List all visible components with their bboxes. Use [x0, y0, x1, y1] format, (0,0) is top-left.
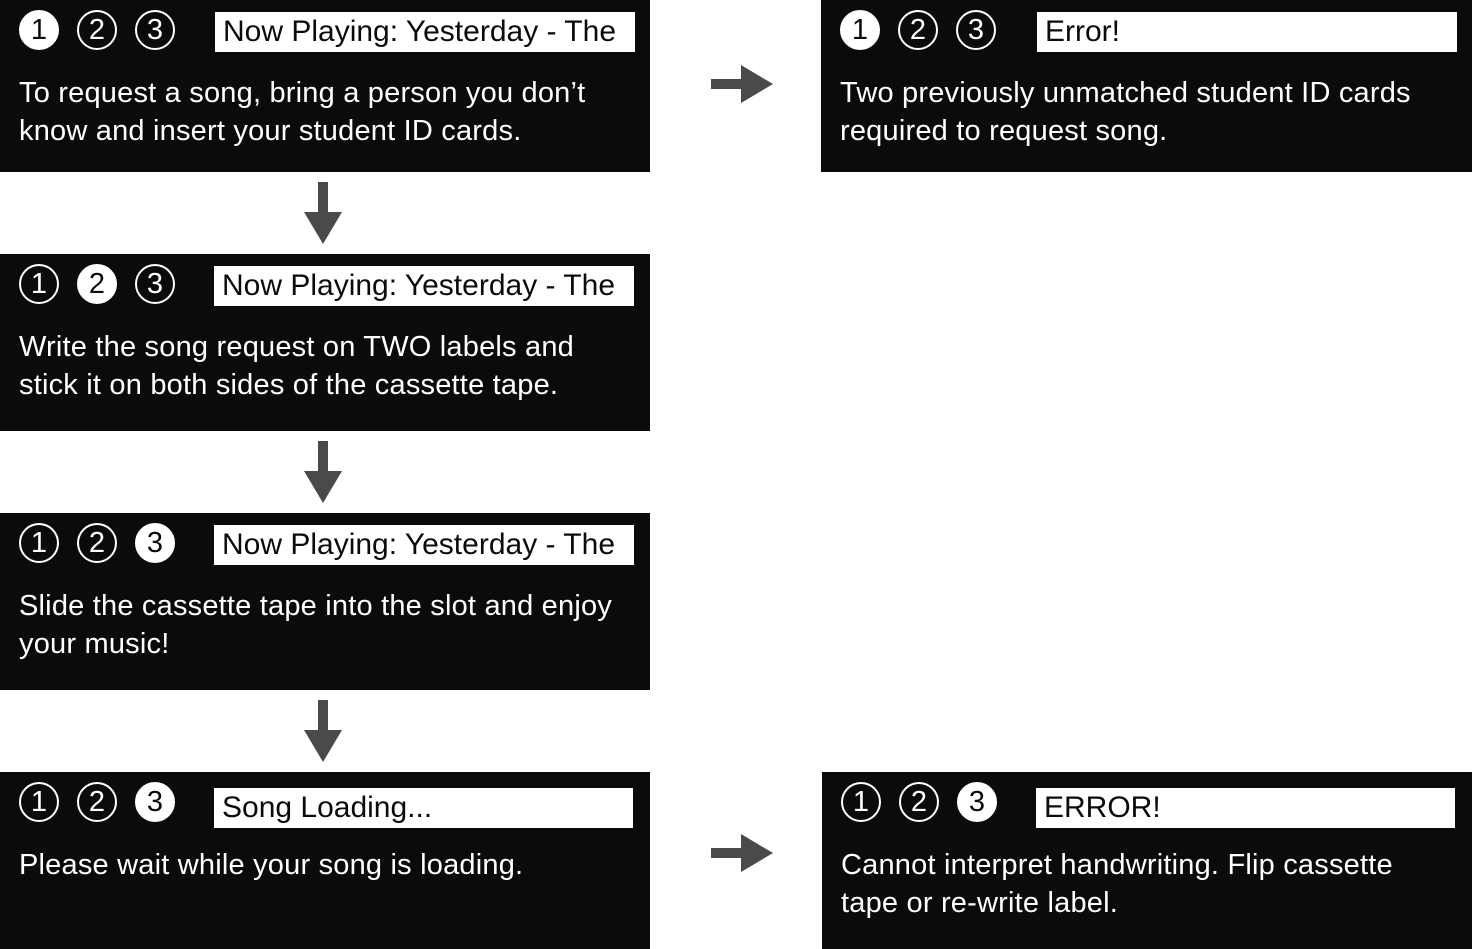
instruction-message: Slide the cassette tape into the slot an…	[19, 590, 613, 660]
step-1-indicator: 1	[841, 782, 881, 822]
instruction-message: Please wait while your song is loading.	[19, 849, 524, 881]
step-3-indicator: 3	[957, 782, 997, 822]
screen-error-handwriting: 1 2 3 ERROR! Cannot interpret handwritin…	[822, 772, 1472, 949]
step-indicator: 1 2 3	[19, 782, 175, 822]
step-2-indicator: 2	[77, 264, 117, 304]
step-1-indicator: 1	[19, 10, 59, 50]
error-message: Two previously unmatched student ID card…	[840, 77, 1411, 147]
arrow-down-icon	[304, 441, 342, 503]
step-2-indicator: 2	[898, 10, 938, 50]
instruction-message: To request a song, bring a person you do…	[19, 77, 586, 147]
step-2-indicator: 2	[77, 782, 117, 822]
step-1-indicator: 1	[19, 264, 59, 304]
step-1-indicator: 1	[19, 782, 59, 822]
status-display: Song Loading...	[214, 788, 633, 828]
screen-step-2-labels: 1 2 3 Now Playing: Yesterday - The Write…	[0, 254, 650, 431]
step-1-indicator: 1	[19, 523, 59, 563]
error-message: Cannot interpret handwriting. Flip casse…	[841, 849, 1393, 919]
status-display: Now Playing: Yesterday - The	[214, 266, 634, 306]
step-2-indicator: 2	[77, 10, 117, 50]
screen-step-1-request: 1 2 3 Now Playing: Yesterday - The To re…	[0, 0, 650, 172]
step-indicator: 1 2 3	[19, 10, 175, 50]
step-indicator: 1 2 3	[19, 264, 175, 304]
step-indicator: 1 2 3	[841, 782, 997, 822]
step-2-indicator: 2	[899, 782, 939, 822]
status-display: ERROR!	[1036, 788, 1455, 828]
arrow-down-icon	[304, 700, 342, 762]
instruction-message: Write the song request on TWO labels and…	[19, 331, 574, 401]
step-indicator: 1 2 3	[19, 523, 175, 563]
screen-error-id-cards: 1 2 3 Error! Two previously unmatched st…	[821, 0, 1472, 172]
screen-song-loading: 1 2 3 Song Loading... Please wait while …	[0, 772, 650, 949]
step-3-indicator: 3	[135, 264, 175, 304]
status-display: Error!	[1037, 12, 1457, 52]
screen-step-3-insert: 1 2 3 Now Playing: Yesterday - The Slide…	[0, 513, 650, 690]
arrow-right-icon	[711, 834, 773, 872]
step-3-indicator: 3	[135, 523, 175, 563]
step-3-indicator: 3	[956, 10, 996, 50]
status-display: Now Playing: Yesterday - The	[214, 525, 634, 565]
step-2-indicator: 2	[77, 523, 117, 563]
step-1-indicator: 1	[840, 10, 880, 50]
status-display: Now Playing: Yesterday - The	[215, 12, 635, 52]
step-indicator: 1 2 3	[840, 10, 996, 50]
arrow-right-icon	[711, 65, 773, 103]
step-3-indicator: 3	[135, 10, 175, 50]
step-3-indicator: 3	[135, 782, 175, 822]
arrow-down-icon	[304, 182, 342, 244]
